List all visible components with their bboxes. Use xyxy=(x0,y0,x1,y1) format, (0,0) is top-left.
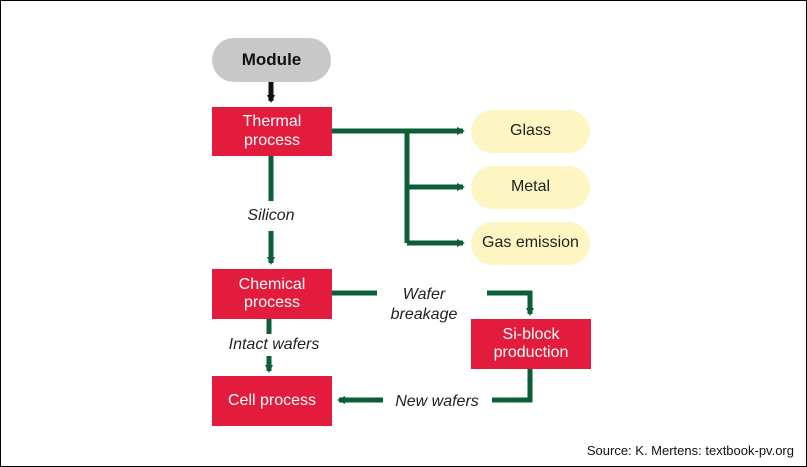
node-glass-label: Glass xyxy=(510,122,551,140)
node-cell-label: Cell process xyxy=(227,391,317,409)
node-thermal-process: Thermal process xyxy=(212,107,332,156)
node-chemical-line2: process xyxy=(243,294,301,311)
node-cell-process: Cell process xyxy=(212,376,332,426)
node-siblock-production: Si-block production xyxy=(471,319,591,369)
node-gas-label: Gas emission xyxy=(482,234,579,252)
node-metal: Metal xyxy=(471,166,590,209)
label-silicon: Silicon xyxy=(235,206,307,226)
node-gas-emission: Gas emission xyxy=(471,222,590,265)
label-wafer-breakage: Wafer breakage xyxy=(377,285,471,325)
source-credit: Source: K. Mertens: textbook-pv.org xyxy=(586,443,794,458)
arrows-thermal-to-outputs xyxy=(332,127,465,247)
node-thermal-line1: Thermal xyxy=(242,113,302,131)
arrow-chemical-to-siblock xyxy=(332,290,534,316)
label-intact-wafers: Intact wafers xyxy=(218,335,330,355)
label-wafer-breakage-line1: Wafer xyxy=(402,286,446,303)
node-thermal-line2: process xyxy=(243,131,301,149)
node-chemical-line1: Chemical xyxy=(238,275,306,293)
node-metal-label: Metal xyxy=(510,178,551,196)
node-siblock-line1: Si-block xyxy=(502,325,560,343)
label-wafer-breakage-line2: breakage xyxy=(390,306,458,323)
arrow-siblock-to-cell xyxy=(337,369,533,404)
node-module-label: Module xyxy=(241,50,302,70)
node-siblock-line2: production xyxy=(493,344,569,361)
node-glass: Glass xyxy=(471,110,590,153)
node-chemical-process: Chemical process xyxy=(212,269,332,319)
label-new-wafers: New wafers xyxy=(383,392,491,412)
node-module: Module xyxy=(212,38,331,82)
